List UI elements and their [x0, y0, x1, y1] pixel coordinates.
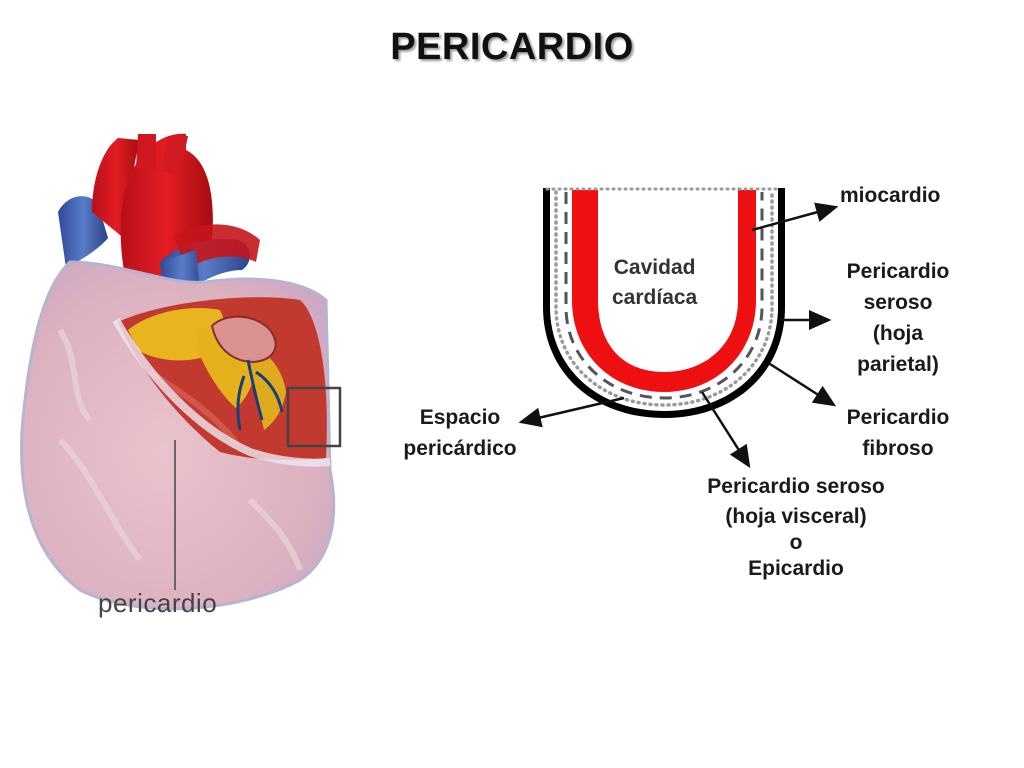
visceral-serous-layer [564, 192, 764, 400]
arrow-fibroso [769, 362, 837, 407]
label-pericardio-fibroso: Pericardio fibroso [846, 406, 950, 460]
myocardium [572, 190, 756, 392]
arrow-visceral [700, 391, 751, 469]
detail-box [286, 386, 342, 448]
dotted-line [554, 190, 774, 407]
label-miocardio: miocardio [840, 184, 941, 207]
arrow-miocardio [751, 202, 839, 232]
cavity-label: Cavidad cardíaca [612, 256, 698, 309]
pulmonary-trunk-back [92, 138, 140, 240]
aortic-branch-2 [160, 136, 188, 176]
coronary-artery [236, 359, 284, 431]
sac-texture [57, 328, 303, 571]
aortic-branch-1 [136, 134, 156, 170]
arrow-espacio [518, 396, 625, 428]
page-title: PERICARDIO [390, 26, 634, 68]
right-atrium-appendage [210, 315, 277, 364]
label-pericardio-seroso-parietal: Pericardio seroso (hoja parietal) [846, 260, 950, 376]
sac-fold [112, 318, 331, 467]
label-espacio-pericardico: Espacio pericárdico [403, 406, 517, 460]
label-pericardio-seroso-visceral: Pericardio seroso (hoja visceral) o Epic… [707, 475, 885, 580]
coronary-fat-3 [246, 344, 286, 430]
illustration-caption: pericardio [98, 588, 218, 618]
